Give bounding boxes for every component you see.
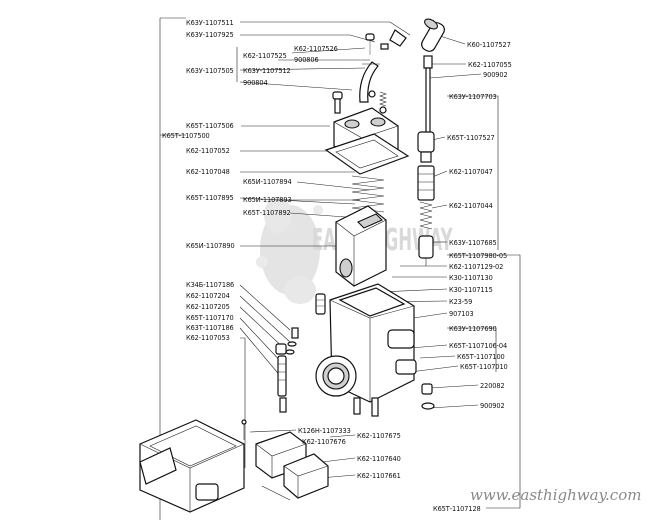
label-l20: К65Т-1107170 bbox=[186, 314, 234, 322]
label-r19: 220082 bbox=[480, 382, 505, 390]
part-slide bbox=[335, 205, 387, 287]
label-l14: К65И-1107893 bbox=[243, 196, 292, 204]
label-l10: К62-1107052 bbox=[186, 147, 230, 155]
part-cap bbox=[421, 18, 445, 52]
watermark-splash bbox=[256, 197, 323, 304]
label-r20: 900902 bbox=[480, 402, 505, 410]
part-right-stack bbox=[417, 131, 435, 266]
label-r8: К63У-1107685 bbox=[449, 239, 497, 247]
label-r14: 907103 bbox=[449, 310, 474, 318]
label-l12: К65И-1107894 bbox=[243, 178, 292, 186]
label-r4: К63У-1107703 bbox=[449, 93, 497, 101]
part-screw-mid bbox=[315, 293, 326, 315]
part-body bbox=[315, 283, 417, 417]
label-r11: К30-1107130 bbox=[449, 274, 493, 282]
parts-drawing bbox=[139, 18, 445, 513]
part-needle bbox=[423, 55, 433, 135]
label-l22: К62-1107053 bbox=[186, 334, 230, 342]
label-r17: К65Т-1107100 bbox=[457, 353, 505, 361]
part-spring-small bbox=[379, 91, 387, 114]
part-float-chamber bbox=[139, 419, 245, 513]
label-b3: К62-1107675 bbox=[357, 432, 401, 440]
label-l1: К63У-1107511 bbox=[186, 19, 234, 27]
label-l3: К62-1107525 bbox=[243, 52, 287, 60]
label-r5: К65Т-1107527 bbox=[447, 134, 495, 142]
label-r15: К63У-1107690 bbox=[449, 325, 497, 333]
label-l21: К63Т-1107186 bbox=[186, 324, 234, 332]
part-labels: К65Т-1107500 К63У-1107511 К63У-1107925 К… bbox=[162, 19, 512, 513]
label-l16: К65И-1107890 bbox=[186, 242, 235, 250]
label-l11: К62-1107048 bbox=[186, 168, 230, 176]
label-l9: К65Т-1107506 bbox=[186, 122, 234, 130]
label-r1: К60-1107527 bbox=[467, 41, 511, 49]
label-b6: К65Т-1107128 bbox=[433, 505, 481, 513]
label-l2: К63У-1107925 bbox=[186, 31, 234, 39]
part-floats bbox=[255, 431, 329, 501]
label-r10: К62-1107129-02 bbox=[449, 263, 503, 271]
label-r6: К62-1107047 bbox=[449, 168, 493, 176]
label-b1: К126Н-1107333 bbox=[298, 427, 351, 435]
label-l6: К63У-1107505 bbox=[186, 67, 234, 75]
label-r7: К62-1107044 bbox=[449, 202, 493, 210]
label-r16: К65Т-1107106-04 bbox=[449, 342, 507, 350]
label-l18: К62-1107204 bbox=[186, 292, 230, 300]
label-l15: К65Т-1107892 bbox=[243, 209, 291, 217]
label-r18: К65Т-1107010 bbox=[460, 363, 508, 371]
part-screw-left bbox=[332, 91, 343, 114]
label-l5: 900806 bbox=[294, 56, 319, 64]
label-l19: К62-1107205 bbox=[186, 303, 230, 311]
label-b4: К62-1107640 bbox=[357, 455, 401, 463]
label-l17: К34Б-1107186 bbox=[186, 281, 234, 289]
label-r2: К62-1107055 bbox=[468, 61, 512, 69]
label-assembly: К65Т-1107500 bbox=[162, 132, 210, 140]
part-tube bbox=[359, 61, 380, 103]
label-l8: 900804 bbox=[243, 79, 268, 87]
label-r9: К65Т-1107980-05 bbox=[449, 252, 507, 260]
label-r13: К23-59 bbox=[449, 298, 472, 306]
label-l7: К63У-1107512 bbox=[243, 67, 291, 75]
label-l13: К65Т-1107895 bbox=[186, 194, 234, 202]
part-gasket bbox=[324, 133, 410, 175]
part-right-screw bbox=[421, 383, 435, 410]
watermark-site: www.easthighway.com bbox=[470, 486, 641, 504]
label-b2: К62-1107676 bbox=[302, 438, 346, 446]
label-l4: К62-1107526 bbox=[294, 45, 338, 53]
label-r3: 900902 bbox=[483, 71, 508, 79]
part-screws-top bbox=[365, 29, 407, 55]
part-left-small bbox=[275, 327, 299, 413]
label-r12: К30-1107115 bbox=[449, 286, 493, 294]
label-b5: К62-1107661 bbox=[357, 472, 401, 480]
part-pin bbox=[241, 419, 247, 440]
